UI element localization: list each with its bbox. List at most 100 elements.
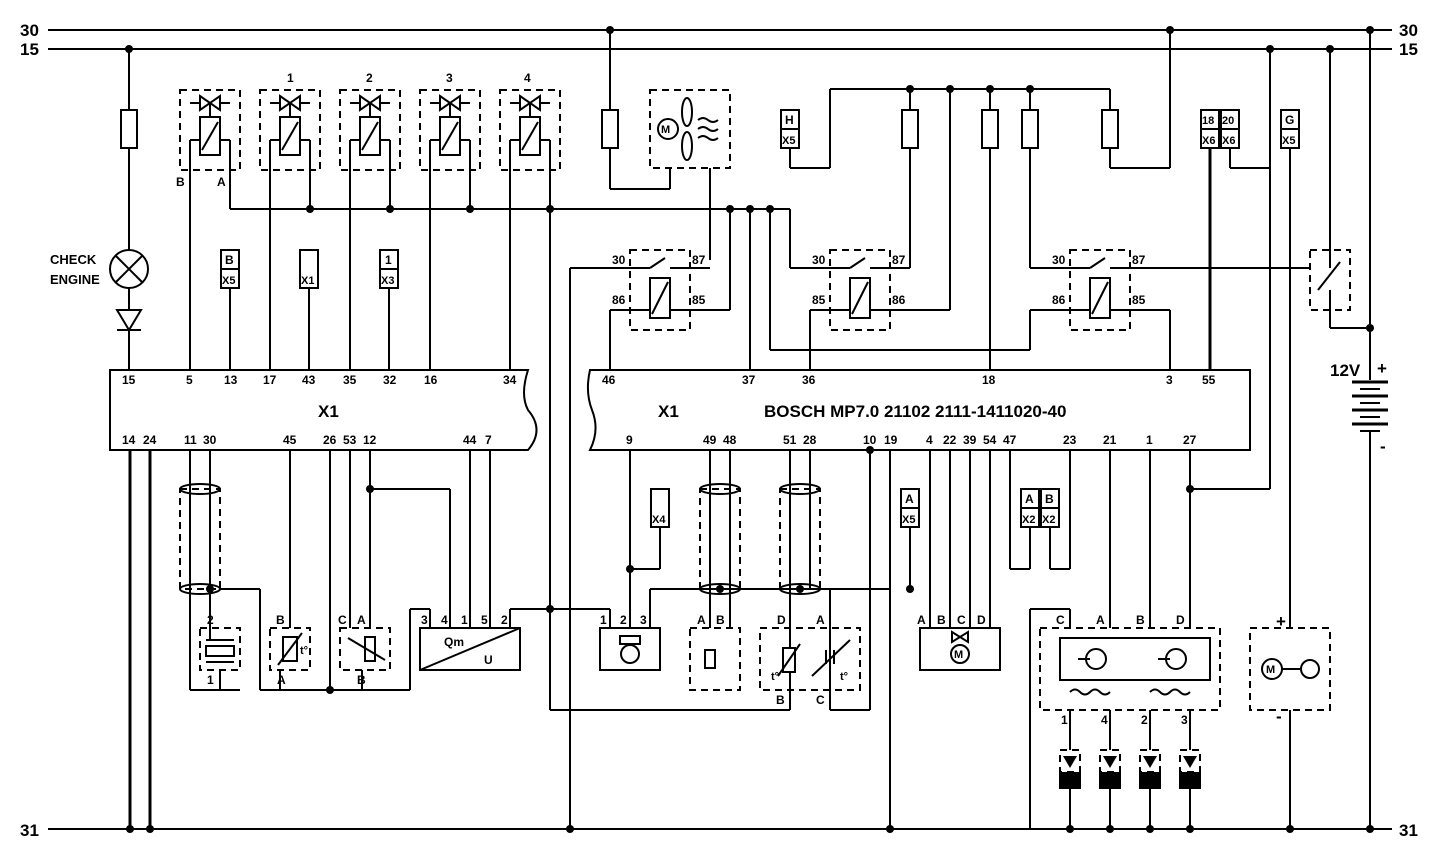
junction-dot (796, 585, 804, 593)
junction-dot (1186, 485, 1194, 493)
svg-text:1: 1 (1061, 713, 1068, 727)
junction-dot (1326, 45, 1334, 53)
ecu-pin-label: 28 (803, 433, 817, 447)
svg-text:H: H (785, 113, 794, 127)
svg-text:3: 3 (1181, 713, 1188, 727)
junction-dot (466, 205, 474, 213)
ecu-pin-label: 16 (424, 373, 438, 387)
svg-text:B: B (1136, 613, 1145, 627)
valve-pin-b: B (176, 175, 185, 189)
connector-x2-pair: A X2 B X2 (1009, 450, 1071, 570)
junction-dot (306, 205, 314, 213)
ecu-pin-label: 23 (1063, 433, 1077, 447)
valve-icon (439, 94, 461, 112)
ecu-pin-label: 46 (602, 373, 616, 387)
junction-dot (1146, 825, 1154, 833)
connector-b-x5-left: B X5 (220, 249, 240, 370)
svg-text:5: 5 (481, 613, 488, 627)
battery: 12V + - (1330, 30, 1388, 829)
ecu-pin-label: 47 (1003, 433, 1017, 447)
svg-text:A: A (357, 613, 366, 627)
ecu-pin-label: 17 (263, 373, 277, 387)
ecu-pin-label: 26 (323, 433, 337, 447)
junction-dots (125, 26, 1374, 833)
svg-text:X5: X5 (222, 275, 235, 287)
fuse-icon (901, 109, 919, 149)
spark-plugs-group (1059, 710, 1201, 829)
ecu-pin-label: 30 (203, 433, 217, 447)
junction-dot (126, 825, 134, 833)
junction-dot (906, 585, 914, 593)
svg-text:M: M (661, 124, 670, 136)
svg-text:X1: X1 (301, 275, 314, 287)
ecu-pin-label: 15 (122, 373, 136, 387)
svg-text:+: + (1276, 612, 1286, 631)
svg-text:C: C (816, 693, 825, 707)
svg-text:Qm: Qm (444, 635, 464, 649)
ecu-pin-label: 13 (224, 373, 238, 387)
ecu-pin-label: 27 (1183, 433, 1197, 447)
svg-text:X6: X6 (1202, 135, 1215, 147)
fuse-icon (1101, 109, 1119, 149)
svg-text:X5: X5 (782, 135, 795, 147)
idle-air-valve: 1 2 3 (549, 209, 890, 711)
valve-icon (359, 94, 381, 112)
svg-text:U: U (484, 653, 493, 667)
fuel-pump-motor: M + - (1189, 489, 1331, 829)
junction-dot (366, 485, 374, 493)
svg-text:X2: X2 (1022, 514, 1035, 526)
svg-text:D: D (1176, 613, 1185, 627)
junction-dot (866, 446, 874, 454)
spark-plug-icon (1059, 710, 1081, 829)
relay-pin-label: 86 (892, 293, 906, 307)
ecu-pin-label: 7 (485, 433, 492, 447)
svg-text:D: D (977, 613, 986, 627)
svg-text:X5: X5 (1282, 135, 1295, 147)
relay-pin-label: 87 (1132, 253, 1146, 267)
svg-text:A: A (1096, 613, 1105, 627)
oxygen-sensor: t° t° D A B C (759, 450, 871, 711)
coil-icon (1069, 688, 1191, 696)
svg-text:B: B (276, 613, 285, 627)
svg-text:t°: t° (771, 671, 779, 683)
ignition-module: C A B D 1 4 2 3 (1029, 450, 1221, 829)
shielded-cable-icon (699, 488, 741, 590)
svg-text:1: 1 (385, 253, 392, 267)
inductive-sensor-icon (704, 649, 716, 669)
rail-30-label-right: 30 (1399, 21, 1418, 40)
rail-30-label-left: 30 (20, 21, 39, 40)
spark-plug-icon (1139, 710, 1161, 829)
svg-text:4: 4 (1101, 713, 1108, 727)
shielded-cable-icon (179, 488, 221, 590)
junction-dot (986, 85, 994, 93)
ecu-pin-label: 3 (1166, 373, 1173, 387)
relay-pin-label: 30 (612, 253, 626, 267)
svg-text:3: 3 (640, 613, 647, 627)
relay-pin-label: 87 (692, 253, 706, 267)
ecu-right-label: X1 (658, 402, 679, 421)
junction-dot (206, 585, 214, 593)
ecu-pin-label: 18 (982, 373, 996, 387)
check-engine-circuit: CHECK ENGINE (50, 49, 149, 370)
junction-dot (566, 825, 574, 833)
relay-pin-label: 86 (1052, 293, 1066, 307)
fuse-icon (981, 109, 999, 149)
relay-wiring (569, 148, 1310, 829)
ecu-pin-label: 36 (802, 373, 816, 387)
ecu-pin-label: 22 (943, 433, 957, 447)
svg-text:X5: X5 (902, 514, 915, 526)
spark-plug-icon (1179, 710, 1201, 829)
ecu-pin-label: 34 (503, 373, 517, 387)
junction-dot (746, 205, 754, 213)
svg-text:B: B (225, 253, 234, 267)
svg-text:20: 20 (1222, 115, 1234, 127)
ecu-pin-label: 49 (703, 433, 717, 447)
junction-dot (1366, 324, 1374, 332)
ecu-pin-label: 14 (122, 433, 136, 447)
connector-g-x5: G X5 (1280, 109, 1300, 628)
svg-text:1: 1 (600, 613, 607, 627)
